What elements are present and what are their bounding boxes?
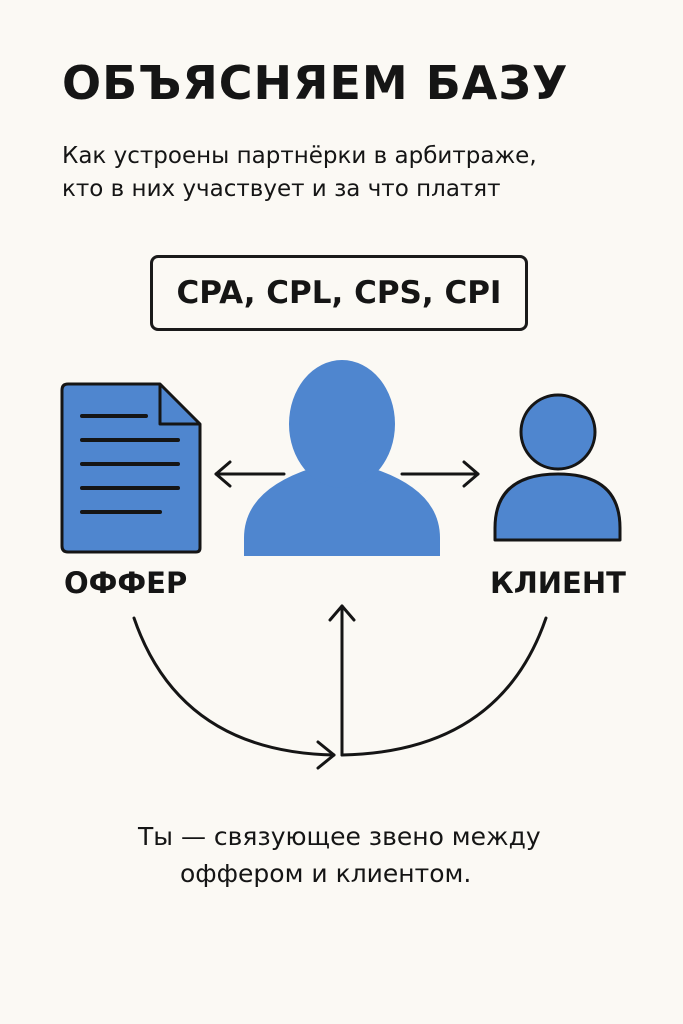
payment-models-label: CPA, CPL, CPS, CPI — [176, 275, 502, 311]
subtitle-line-1: Как устроены партнёрки в арбитраже, — [62, 143, 537, 169]
user-icon — [493, 393, 622, 542]
person-icon — [244, 360, 440, 556]
caption-line-2: оффером и клиентом. — [180, 859, 472, 888]
client-label: КЛИЕНТ — [490, 566, 626, 600]
page-title: ОБЪЯСНЯЕМ БАЗУ — [62, 56, 569, 110]
arrow-up-icon — [328, 604, 356, 757]
offer-label: ОФФЕР — [64, 566, 188, 600]
offer-flow-curve — [132, 616, 336, 770]
payment-models-box: CPA, CPL, CPS, CPI — [150, 255, 528, 331]
arrow-right-icon — [400, 460, 480, 488]
subtitle-line-2: кто в них участвует и за что платят — [62, 176, 501, 202]
arrow-left-icon — [214, 460, 286, 488]
client-flow-curve — [340, 616, 548, 757]
caption-line-1: Ты — связующее звено между — [138, 822, 541, 851]
subtitle: Как устроены партнёрки в арбитраже, кто … — [62, 140, 537, 206]
document-icon — [60, 382, 202, 554]
